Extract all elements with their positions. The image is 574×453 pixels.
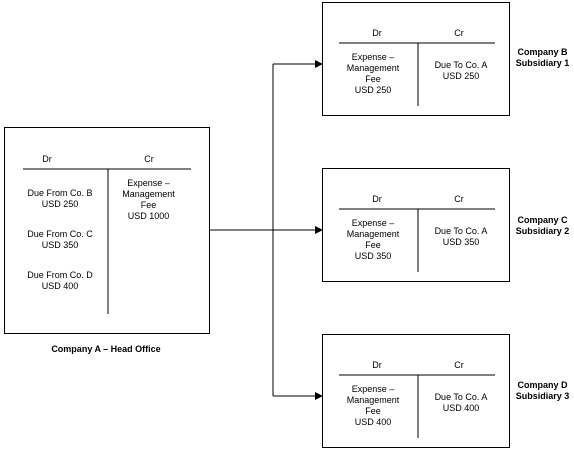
subsidiary-3-caption: Company D Subsidiary 3 [515, 380, 570, 401]
subsidiary-1-box: Dr Cr Expense – Management Fee USD 250 D… [322, 2, 510, 116]
subsidiary-3-box: Dr Cr Expense – Management Fee USD 400 D… [322, 334, 510, 448]
head-office-t-lines [23, 168, 191, 314]
subsidiary-2-debit-entry: Expense – Management Fee USD 350 [346, 218, 400, 261]
subsidiary-3-credit-entry: Due To Co. A USD 400 [434, 392, 488, 413]
subsidiary-2-cr-header: Cr [454, 194, 464, 204]
subsidiary-3-debit-entry: Expense – Management Fee USD 400 [346, 384, 400, 427]
debit-entry-co-c: Due From Co. C USD 350 [27, 229, 93, 250]
subsidiary-3-t-lines [339, 374, 495, 438]
subsidiary-2-dr-header: Dr [372, 194, 382, 204]
subsidiary-2-t-lines [339, 208, 495, 272]
credit-entry-management-fee: Expense – Management Fee USD 1000 [122, 178, 175, 221]
subsidiary-3-dr-header: Dr [372, 360, 382, 370]
subsidiary-2-box: Dr Cr Expense – Management Fee USD 350 D… [322, 168, 510, 282]
subsidiary-1-t-lines [339, 42, 495, 106]
subsidiary-1-debit-entry: Expense – Management Fee USD 250 [346, 52, 400, 95]
subsidiary-1-caption: Company B Subsidiary 1 [515, 47, 570, 68]
subsidiary-3-cr-header: Cr [454, 360, 464, 370]
debit-entry-co-b: Due From Co. B USD 250 [27, 188, 93, 209]
debit-entry-co-d: Due From Co. D USD 400 [27, 270, 93, 291]
head-office-cr-header: Cr [144, 154, 154, 164]
subsidiary-2-caption: Company C Subsidiary 2 [515, 215, 570, 236]
subsidiary-1-cr-header: Cr [454, 28, 464, 38]
head-office-box: Dr Cr Due From Co. B USD 250 Due From Co… [4, 127, 210, 334]
subsidiary-2-credit-entry: Due To Co. A USD 350 [434, 226, 488, 247]
head-office-caption: Company A – Head Office [51, 344, 161, 354]
head-office-dr-header: Dr [42, 154, 52, 164]
subsidiary-1-dr-header: Dr [372, 28, 382, 38]
subsidiary-1-credit-entry: Due To Co. A USD 250 [434, 60, 488, 81]
